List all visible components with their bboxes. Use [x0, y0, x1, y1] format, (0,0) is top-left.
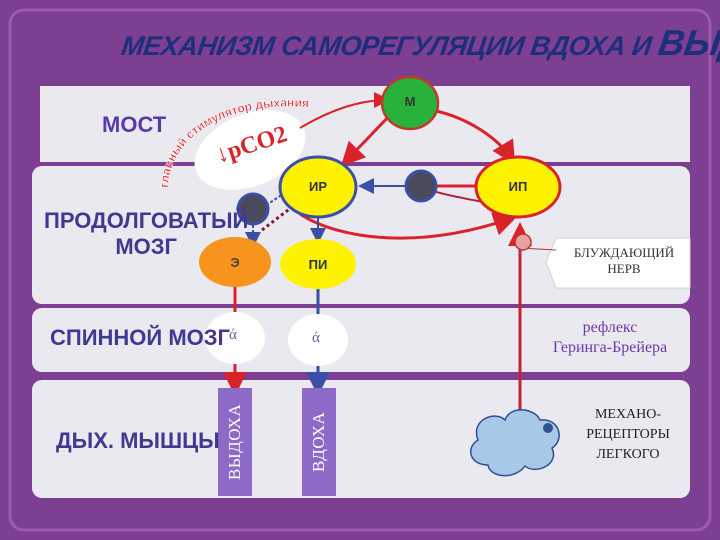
node-ip: ИП	[508, 179, 528, 194]
node-m: М	[404, 94, 416, 109]
node-ir: ИР	[308, 179, 327, 194]
node-alpha-inhale: ά	[312, 330, 320, 346]
region-medulla: ПРОДОЛГОВАТЫЙ МОЗГ	[44, 208, 248, 260]
region-most: МОСТ	[102, 112, 167, 137]
lung-cloud	[469, 409, 560, 477]
title-suffix: ВЫДОХА	[655, 22, 720, 63]
node-pi-shape	[280, 239, 356, 289]
band-spinal	[32, 308, 690, 372]
vagus-label: БЛУЖДАЮЩИЙ НЕРВ	[562, 245, 686, 277]
vagus-line2: НЕРВ	[607, 261, 641, 276]
title-prefix: МЕХАНИЗМ САМОРЕГУЛЯЦИИ ВДОХА И	[119, 31, 661, 61]
lung-receptor-dot	[543, 423, 553, 433]
node-e: Э	[230, 255, 240, 270]
node-alpha2-shape	[288, 314, 348, 366]
node-alpha-exhale: ά	[229, 327, 237, 343]
receptors-line3: ЛЕГКОГО	[596, 447, 660, 462]
region-spinal: СПИННОЙ МОЗГ	[50, 325, 231, 350]
vagus-callout	[545, 237, 691, 289]
vagus-line1: БЛУЖДАЮЩИЙ	[573, 245, 675, 260]
node-ir-shape	[278, 155, 358, 219]
inhibitor-dot-medulla	[236, 192, 270, 226]
reflex-line2: Геринга-Брейера	[552, 339, 668, 356]
vagus-bulb	[514, 233, 532, 251]
reflex-line1: рефлекс	[582, 319, 638, 336]
reflex-label: рефлекс Геринга-Брейера	[528, 318, 692, 358]
page-title: МЕХАНИЗМ САМОРЕГУЛЯЦИИ ВДОХА И ВЫДОХА	[119, 22, 720, 64]
region-muscles: ДЫХ. МЫШЦЫ	[56, 428, 220, 453]
node-m-shape	[380, 75, 440, 131]
receptors-line1: МЕХАНО-	[594, 407, 662, 422]
arrow-ir-to-ip-curve	[299, 212, 518, 240]
region-medulla-line2: МОЗГ	[115, 234, 178, 259]
node-e-shape	[199, 237, 271, 287]
region-medulla-line1: ПРОДОЛГОВАТЫЙ	[44, 208, 249, 233]
inhale-bar	[302, 388, 336, 496]
arrow-stim-to-m	[299, 92, 390, 129]
node-ip-shape	[474, 155, 562, 219]
exhale-bar	[218, 388, 252, 496]
receptors-line2: РЕЦЕПТОРЫ	[586, 427, 670, 442]
stimulus-ellipse	[194, 110, 306, 190]
node-alpha1-shape	[205, 312, 265, 364]
receptors-label: МЕХАНО- РЕЦЕПТОРЫ ЛЕГКОГО	[568, 405, 688, 465]
arrow-m-to-ip	[431, 108, 516, 166]
exhale-label: ВЫДОХА	[225, 403, 244, 481]
slide-frame	[8, 8, 712, 532]
node-pi: ПИ	[308, 257, 328, 272]
inhale-label: ВДОХА	[309, 411, 328, 473]
arrow-m-to-ir	[340, 110, 395, 167]
inhibitor-dot-pons	[404, 169, 438, 203]
